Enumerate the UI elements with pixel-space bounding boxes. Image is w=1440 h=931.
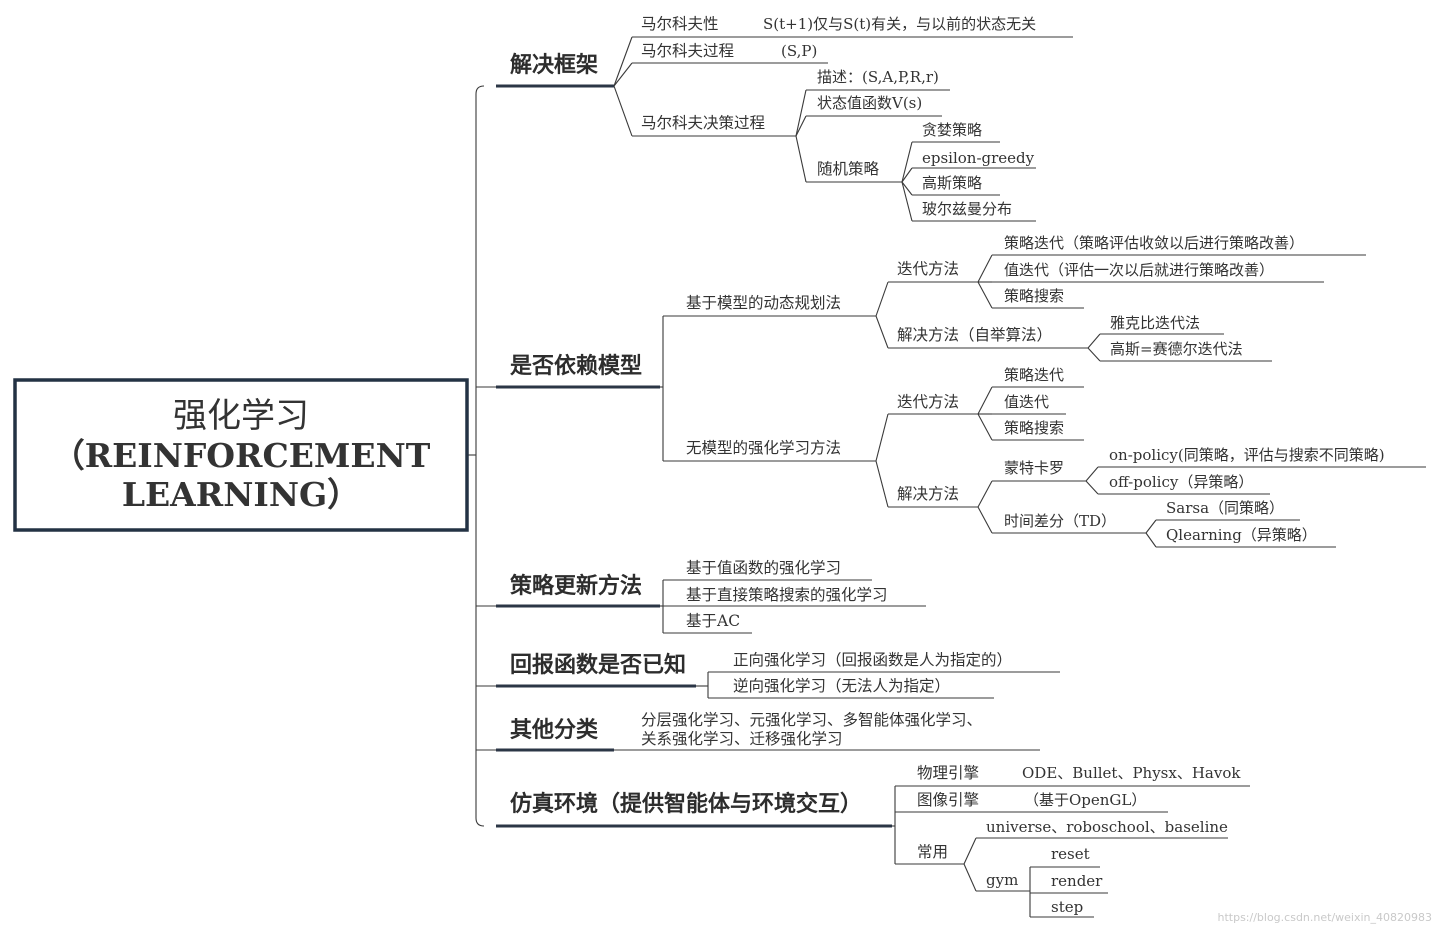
node-common: 常用	[917, 843, 948, 861]
node-markov-property-desc: S(t+1)仅与S(t)有关，与以前的状态无关	[763, 15, 1036, 33]
node-jacobi: 雅克比迭代法	[1110, 314, 1200, 332]
node-gym: gym	[986, 871, 1018, 889]
node-mf-solve: 解决方法	[897, 485, 959, 503]
branch-update: 策略更新方法 基于值函数的强化学习 基于直接策略搜索的强化学习 基于AC	[510, 559, 888, 630]
node-monte-carlo: 蒙特卡罗	[1004, 459, 1064, 477]
watermark: https://blog.csdn.net/weixin_40820983	[1217, 911, 1432, 924]
node-mf-policy-search: 策略搜索	[1004, 419, 1064, 437]
node-model-free: 无模型的强化学习方法	[686, 439, 841, 457]
branch-model-label: 是否依赖模型	[510, 353, 642, 379]
node-image-engine-desc: （基于OpenGL）	[1024, 791, 1146, 809]
node-mb-policy-search: 策略搜索	[1004, 287, 1064, 305]
branch-framework: 解决框架 马尔科夫性 S(t+1)仅与S(t)有关，与以前的状态无关 马尔科夫过…	[510, 15, 1036, 218]
branch-framework-label: 解决框架	[510, 52, 598, 78]
node-image-engine: 图像引擎	[917, 791, 979, 809]
node-mdp-value-function: 状态值函数V(s)	[817, 94, 922, 112]
root-subtitle-line1: （REINFORCEMENT	[52, 436, 431, 475]
root-node: 强化学习 （REINFORCEMENT LEARNING）	[13, 378, 469, 532]
node-on-policy: on-policy(同策略，评估与搜索不同策略)	[1109, 446, 1385, 464]
node-boltzmann: 玻尔兹曼分布	[922, 200, 1012, 218]
node-mb-iter: 迭代方法	[897, 260, 959, 278]
branch-update-label: 策略更新方法	[510, 573, 642, 599]
node-gym-render: render	[1051, 872, 1103, 890]
branch-model: 是否依赖模型 基于模型的动态规划法 迭代方法 策略迭代（策略评估收敛以后进行策略…	[510, 234, 1385, 544]
branch-underlines	[496, 84, 892, 828]
node-physics-engine: 物理引擎	[917, 764, 979, 782]
node-random-policy: 随机策略	[817, 160, 880, 178]
node-mb-value-iter: 值迭代（评估一次以后就进行策略改善）	[1004, 261, 1274, 279]
branch-sim: 仿真环境（提供智能体与环境交互） 物理引擎 ODE、Bullet、Physx、H…	[510, 764, 1241, 916]
branch-sim-label: 仿真环境（提供智能体与环境交互）	[510, 791, 862, 817]
branch-other-label: 其他分类	[510, 717, 599, 743]
node-inverse-rl: 逆向强化学习（无法人为指定）	[733, 677, 950, 695]
root-subtitle-line2: LEARNING）	[122, 475, 360, 514]
root-title: 强化学习	[173, 396, 309, 436]
node-policy-search-rl: 基于直接策略搜索的强化学习	[686, 586, 888, 604]
node-mf-value-iter: 值迭代	[1004, 393, 1049, 411]
node-model-based: 基于模型的动态规划法	[686, 294, 841, 312]
node-forward-rl: 正向强化学习（回报函数是人为指定的）	[733, 651, 1012, 669]
node-ac: 基于AC	[686, 612, 740, 630]
node-sarsa: Sarsa（同策略）	[1166, 499, 1284, 517]
node-off-policy: off-policy（异策略）	[1109, 473, 1253, 491]
node-mdp: 马尔科夫决策过程	[641, 114, 765, 132]
branch-reward-label: 回报函数是否已知	[510, 652, 686, 678]
node-mf-policy-iter: 策略迭代	[1004, 366, 1064, 384]
node-markov-process-desc: (S,P)	[781, 42, 817, 60]
node-gauss-policy: 高斯策略	[922, 174, 982, 192]
node-gym-step: step	[1051, 898, 1083, 916]
node-physics-engine-desc: ODE、Bullet、Physx、Havok	[1022, 764, 1241, 782]
node-other-line1: 分层强化学习、元强化学习、多智能体强化学习、	[641, 711, 982, 729]
branch-other: 其他分类 分层强化学习、元强化学习、多智能体强化学习、 关系强化学习、迁移强化学…	[510, 711, 982, 748]
node-other-line2: 关系强化学习、迁移强化学习	[641, 730, 843, 748]
connectors	[468, 36, 1426, 918]
node-markov-property: 马尔科夫性	[641, 15, 719, 33]
node-markov-process: 马尔科夫过程	[641, 42, 734, 60]
node-mdp-desc: 描述：(S,A,P,R,r)	[817, 68, 939, 86]
node-common-desc: universe、roboschool、baseline	[986, 818, 1228, 836]
branch-reward: 回报函数是否已知 正向强化学习（回报函数是人为指定的） 逆向强化学习（无法人为指…	[510, 651, 1012, 695]
node-mf-iter: 迭代方法	[897, 393, 959, 411]
node-mb-solve: 解决方法（自举算法）	[897, 325, 1052, 344]
node-gauss-seidel: 高斯=赛德尔迭代法	[1110, 340, 1243, 358]
node-qlearning: Qlearning（异策略）	[1166, 526, 1317, 544]
node-value-based: 基于值函数的强化学习	[686, 559, 841, 577]
node-greedy-policy: 贪婪策略	[922, 121, 982, 139]
node-mb-policy-iter: 策略迭代（策略评估收敛以后进行策略改善）	[1004, 234, 1304, 252]
node-td: 时间差分（TD）	[1004, 512, 1116, 530]
node-epsilon-greedy: epsilon-greedy	[922, 149, 1035, 167]
node-gym-reset: reset	[1051, 845, 1090, 863]
